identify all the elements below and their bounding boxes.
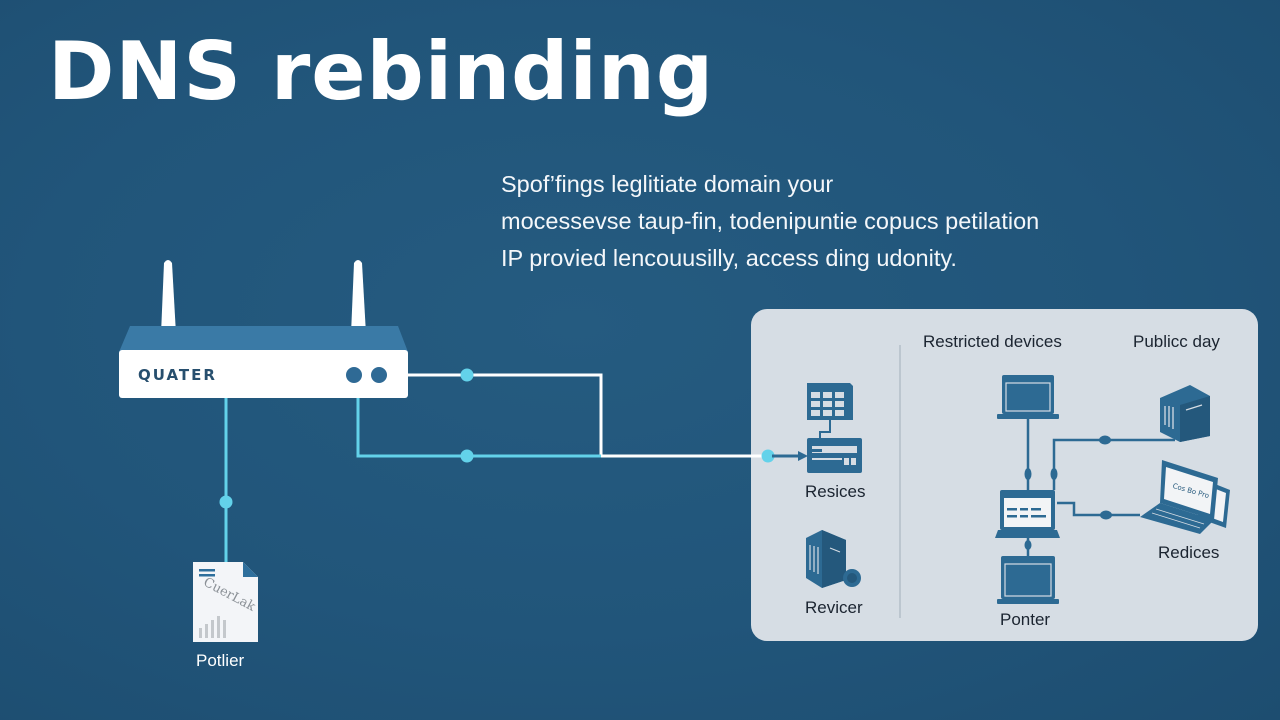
wire	[1052, 438, 1175, 490]
file-label: Potlier	[196, 651, 245, 670]
laptop-icon[interactable]	[997, 556, 1059, 604]
router-led	[346, 367, 362, 383]
wire-node	[460, 368, 474, 382]
laptop-icon[interactable]	[997, 375, 1059, 419]
connection-wires	[219, 368, 808, 562]
router-front	[119, 350, 408, 398]
router-label: QUATER	[138, 366, 217, 384]
laptops-icon[interactable]: Cos Bo Pro	[1140, 460, 1230, 534]
wifi-router-icon[interactable]	[119, 260, 408, 398]
redices-label: Redices	[1158, 543, 1220, 562]
wire-router-bottom	[356, 398, 601, 458]
description-line: mocessevse taup-fin, todenipuntie copucs…	[501, 208, 1040, 234]
document-chart-icon[interactable]: CuerLak	[193, 562, 258, 642]
laptop-icon[interactable]	[995, 490, 1060, 538]
wire-node	[761, 449, 775, 463]
public-header: Publicc day	[1133, 332, 1220, 351]
router-top	[119, 326, 408, 352]
antenna-right	[351, 260, 366, 334]
restricted-devices-header: Restricted devices	[923, 332, 1062, 351]
description: Spof’fings leglitiate domain your mocess…	[501, 166, 1039, 277]
description-line: Spof’fings leglitiate domain your	[501, 171, 834, 197]
arrow-head-icon	[798, 451, 808, 461]
wire-router-top	[408, 373, 603, 456]
wire-node	[219, 495, 233, 509]
wire-node	[460, 449, 474, 463]
wire-nodes	[1024, 435, 1112, 550]
revicer-label: Revicer	[805, 598, 863, 617]
ponter-label: Ponter	[1000, 610, 1051, 629]
wire	[1057, 501, 1140, 517]
server-tower-icon[interactable]	[1160, 385, 1210, 442]
page-title: DNS rebinding	[48, 25, 715, 118]
network-switch-icon[interactable]	[807, 383, 862, 473]
description-line: IP provied lencouusilly, access ding udo…	[501, 245, 957, 271]
server-key-icon[interactable]	[806, 530, 861, 588]
antenna-left	[161, 260, 176, 334]
resices-label: Resices	[805, 482, 866, 501]
router-led	[371, 367, 387, 383]
